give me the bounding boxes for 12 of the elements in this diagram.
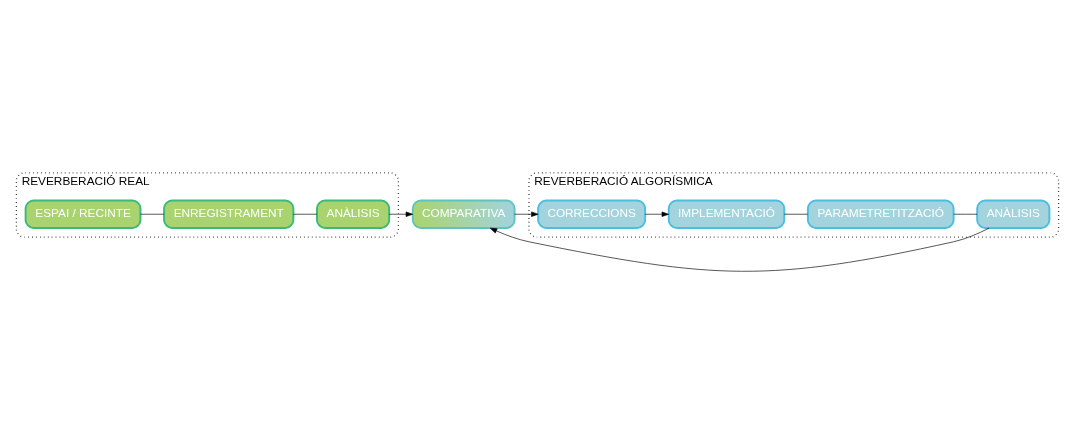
node-box: ENREGISTRAMENT [163, 199, 295, 229]
arrow [644, 211, 669, 217]
arrow [514, 211, 539, 217]
node-box: COMPARATIVA [411, 199, 516, 229]
node-box: PARAMETRETITZACIÓ [806, 199, 955, 229]
node-box: ANÀLISIS [976, 199, 1051, 229]
node-box: CORRECCIONS [537, 199, 647, 229]
node-box: IMPLEMENTACIÓ [667, 199, 786, 229]
node-box: ANÀLISIS [316, 199, 391, 229]
arrow [388, 211, 413, 217]
node-box: ESPAI / RECINTE [24, 199, 142, 229]
arrow [489, 227, 990, 272]
